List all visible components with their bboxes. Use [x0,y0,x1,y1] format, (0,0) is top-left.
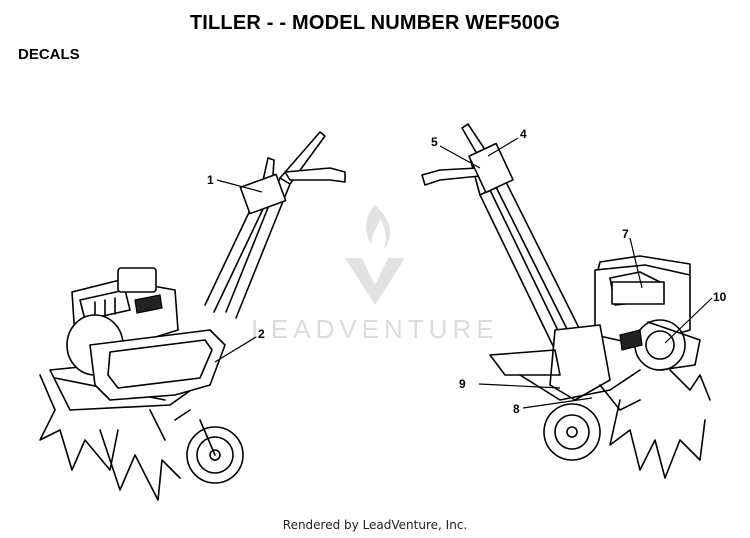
callout-5: 5 [431,135,481,169]
callout-10: 9 [459,377,561,391]
callout-label-1: 1 [207,173,214,187]
callout-8: 8 [513,397,593,416]
callout-4: 4 [487,127,527,157]
callout-label-5: 5 [431,135,438,149]
callout-label-7: 7 [622,227,629,241]
footer-credit: Rendered by LeadVenture, Inc. [282,518,468,532]
callout-label-10: 9 [459,377,466,391]
callout-label-8: 8 [513,402,520,416]
watermark-logo: LEADVENTURE [251,205,498,344]
watermark-text: LEADVENTURE [251,314,498,344]
callout-label-9: 10 [713,290,727,304]
page-title: TILLER - - MODEL NUMBER WEF500G [189,12,561,34]
left-tiller-drawing [39,131,346,501]
section-label: DECALS [18,46,80,63]
callout-2: 2 [214,327,265,363]
right-tiller-drawing [421,123,711,479]
callout-label-4: 4 [520,127,527,141]
callout-7: 7 [622,227,643,289]
callout-9: 10 [664,290,727,344]
callout-label-2: 2 [258,327,265,341]
callout-1: 1 [207,173,263,193]
